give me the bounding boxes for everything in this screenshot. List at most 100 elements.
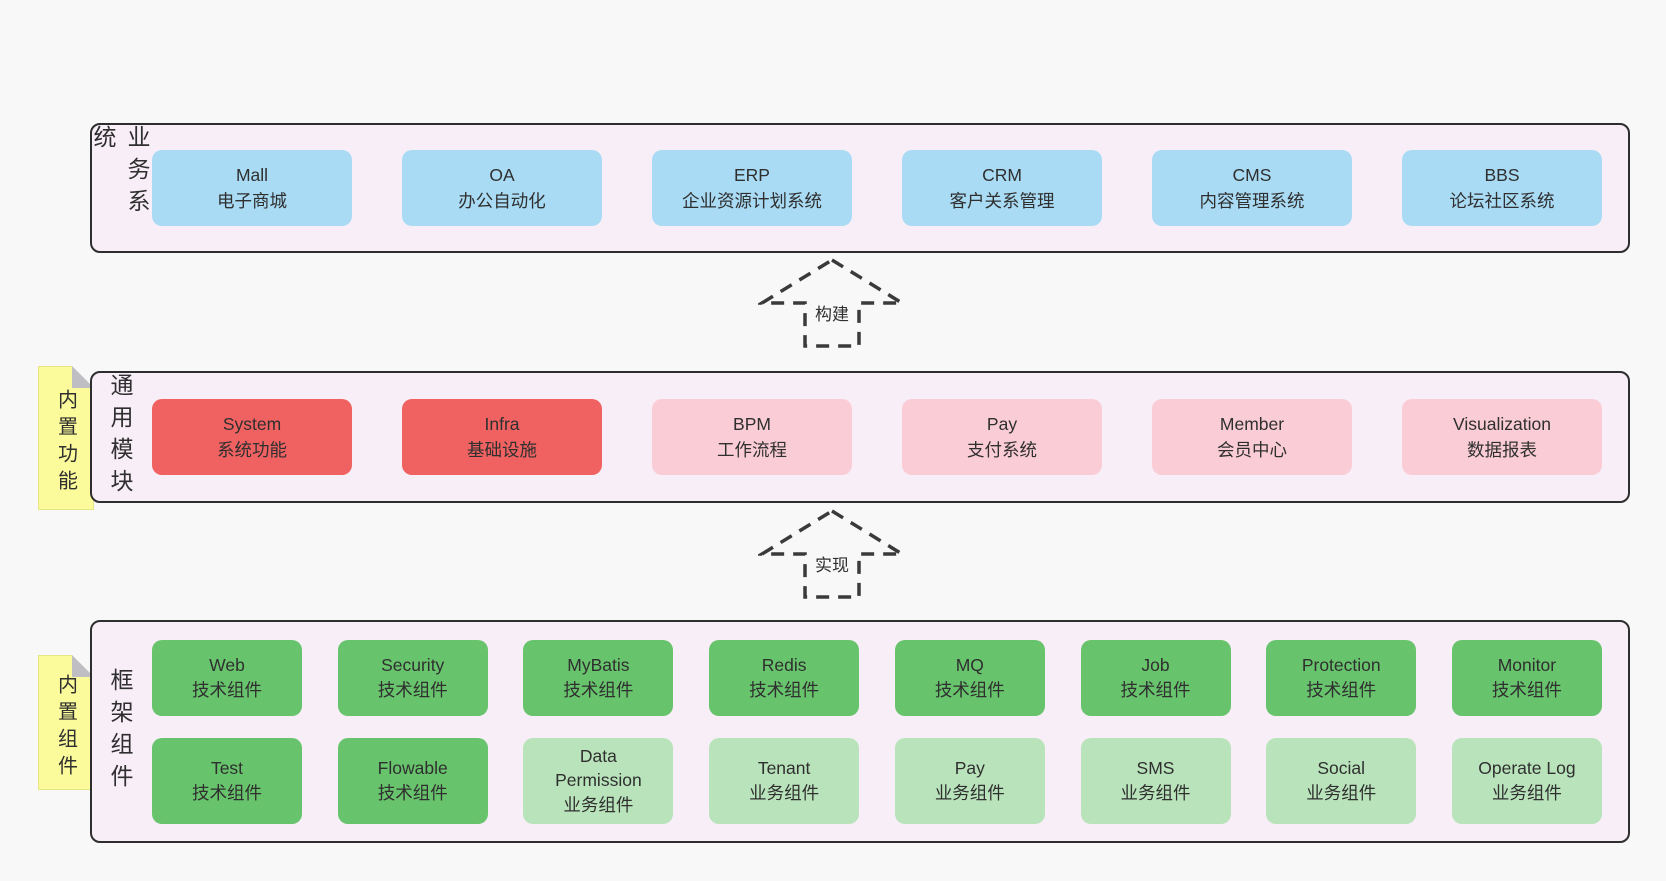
box-title: OA — [489, 164, 515, 185]
box-subtitle: 技术组件 — [1491, 679, 1562, 700]
box-subtitle: 业务组件 — [563, 794, 634, 815]
box-subtitle: 系统功能 — [217, 440, 287, 460]
box-test: Test 技术组件 — [152, 737, 302, 824]
box-title: Infra — [484, 413, 520, 434]
business-boxes-row: Mall 电子商城 OA 办公自动化 ERP 企业资源计划系统 CRM 客户关系… — [148, 125, 1628, 251]
box-title: CMS — [1232, 164, 1272, 185]
arrow-build: 构建 — [758, 257, 906, 349]
box-title: Operate Log — [1478, 758, 1576, 778]
box-tenant: Tenant 业务组件 — [709, 737, 860, 824]
box-redis: Redis 技术组件 — [709, 639, 860, 716]
box-crm: CRM 客户关系管理 — [902, 150, 1102, 226]
up-arrow-icon — [758, 508, 906, 599]
box-title: Redis — [761, 655, 807, 675]
box-pay: Pay 支付系统 — [902, 399, 1102, 475]
box-title: BBS — [1484, 164, 1520, 185]
note-built-in-features: 内置功能 — [38, 366, 94, 510]
box-erp: ERP 企业资源计划系统 — [652, 150, 852, 226]
box-monitor: Monitor 技术组件 — [1451, 639, 1602, 716]
box-subtitle: 技术组件 — [377, 679, 448, 700]
box-title: Security — [381, 655, 445, 675]
box-title: Monitor — [1497, 655, 1557, 675]
box-mall: Mall 电子商城 — [152, 150, 352, 226]
box-web: Web 技术组件 — [152, 639, 302, 716]
box-title: Test — [210, 758, 244, 778]
box-subtitle: 支付系统 — [967, 440, 1037, 460]
box-social: Social 业务组件 — [1266, 737, 1417, 824]
box-operate-log: Operate Log 业务组件 — [1451, 737, 1602, 824]
box-protection: Protection 技术组件 — [1266, 639, 1417, 716]
box-title: Member — [1219, 413, 1285, 434]
box-visualization: Visualization 数据报表 — [1402, 399, 1602, 475]
section-business-label: 业务系统 — [90, 125, 150, 221]
box-title: Web — [209, 655, 245, 675]
box-title: Pay — [954, 758, 985, 778]
components-row-2: Test 技术组件 Flowable 技术组件 Data Permission … — [152, 737, 1602, 824]
section-business-systems: 业务系统 Mall 电子商城 OA 办公自动化 ERP 企业资源计划系统 CRM… — [90, 123, 1630, 253]
box-oa: OA 办公自动化 — [402, 150, 602, 226]
box-subtitle: 企业资源计划系统 — [682, 191, 822, 211]
box-subtitle: 内容管理系统 — [1199, 191, 1305, 211]
box-infra: Infra 基础设施 — [402, 399, 602, 475]
box-subtitle: 客户关系管理 — [949, 191, 1055, 211]
box-system: System 系统功能 — [152, 399, 352, 475]
box-title: CRM — [982, 164, 1022, 185]
box-subtitle: 技术组件 — [1306, 679, 1377, 700]
box-job: Job 技术组件 — [1080, 639, 1231, 716]
box-cms: CMS 内容管理系统 — [1152, 150, 1352, 226]
box-title: ERP — [734, 164, 770, 185]
box-title: Data Permission — [555, 745, 642, 791]
box-flowable: Flowable 技术组件 — [337, 737, 488, 824]
section-components-label: 框架组件 — [107, 667, 133, 796]
box-subtitle: 电子商城 — [217, 191, 287, 211]
box-title: Visualization — [1453, 413, 1551, 434]
box-subtitle: 业务组件 — [1491, 782, 1562, 803]
note-built-in-features-label: 内置功能 — [54, 389, 77, 497]
box-subtitle: 技术组件 — [749, 679, 820, 700]
box-subtitle: 技术组件 — [934, 679, 1005, 700]
box-title: SMS — [1136, 758, 1175, 778]
box-subtitle: 技术组件 — [192, 782, 262, 803]
box-subtitle: 技术组件 — [1120, 679, 1191, 700]
box-subtitle: 技术组件 — [192, 679, 262, 700]
box-subtitle: 业务组件 — [1120, 782, 1191, 803]
box-subtitle: 业务组件 — [1306, 782, 1377, 803]
box-mq: MQ 技术组件 — [894, 639, 1045, 716]
box-title: Social — [1317, 758, 1366, 778]
box-title: Protection — [1301, 655, 1381, 675]
box-title: MyBatis — [567, 655, 630, 675]
box-subtitle: 会员中心 — [1217, 440, 1287, 460]
box-subtitle: 数据报表 — [1467, 440, 1537, 460]
box-title: Tenant — [757, 758, 811, 778]
box-title: Job — [1141, 655, 1170, 675]
box-mybatis: MyBatis 技术组件 — [523, 639, 674, 716]
box-subtitle: 业务组件 — [749, 782, 820, 803]
box-bbs: BBS 论坛社区系统 — [1402, 150, 1602, 226]
box-title: Pay — [986, 413, 1018, 434]
box-bpm: BPM 工作流程 — [652, 399, 852, 475]
box-title: System — [222, 413, 282, 434]
modules-boxes-row: System 系统功能 Infra 基础设施 BPM 工作流程 Pay 支付系统… — [148, 373, 1628, 501]
box-subtitle: 办公自动化 — [458, 191, 546, 211]
box-security: Security 技术组件 — [337, 639, 488, 716]
box-subtitle: 工作流程 — [717, 440, 787, 460]
box-subtitle: 论坛社区系统 — [1449, 191, 1555, 211]
arrow-implement-label: 实现 — [811, 550, 853, 577]
box-title: BPM — [733, 413, 771, 434]
section-framework-components: 框架组件 Web 技术组件 Security 技术组件 MyBatis 技术组件… — [90, 620, 1630, 843]
box-subtitle: 技术组件 — [377, 782, 448, 803]
box-subtitle: 基础设施 — [467, 440, 537, 460]
box-subtitle: 技术组件 — [563, 679, 634, 700]
arrow-build-label: 构建 — [811, 299, 853, 326]
box-sms: SMS 业务组件 — [1080, 737, 1231, 824]
section-common-modules: 通用模块 System 系统功能 Infra 基础设施 BPM 工作流程 Pay… — [90, 371, 1630, 503]
section-modules-label: 通用模块 — [107, 373, 133, 501]
arrow-implement: 实现 — [758, 508, 906, 600]
box-title: Mall — [235, 164, 269, 185]
note-built-in-components-label: 内置组件 — [54, 673, 77, 782]
box-title: MQ — [955, 655, 984, 675]
box-pay-biz: Pay 业务组件 — [894, 737, 1045, 824]
components-boxes-grid: Web 技术组件 Security 技术组件 MyBatis 技术组件 Redi… — [148, 622, 1628, 841]
components-row-1: Web 技术组件 Security 技术组件 MyBatis 技术组件 Redi… — [152, 639, 1602, 716]
